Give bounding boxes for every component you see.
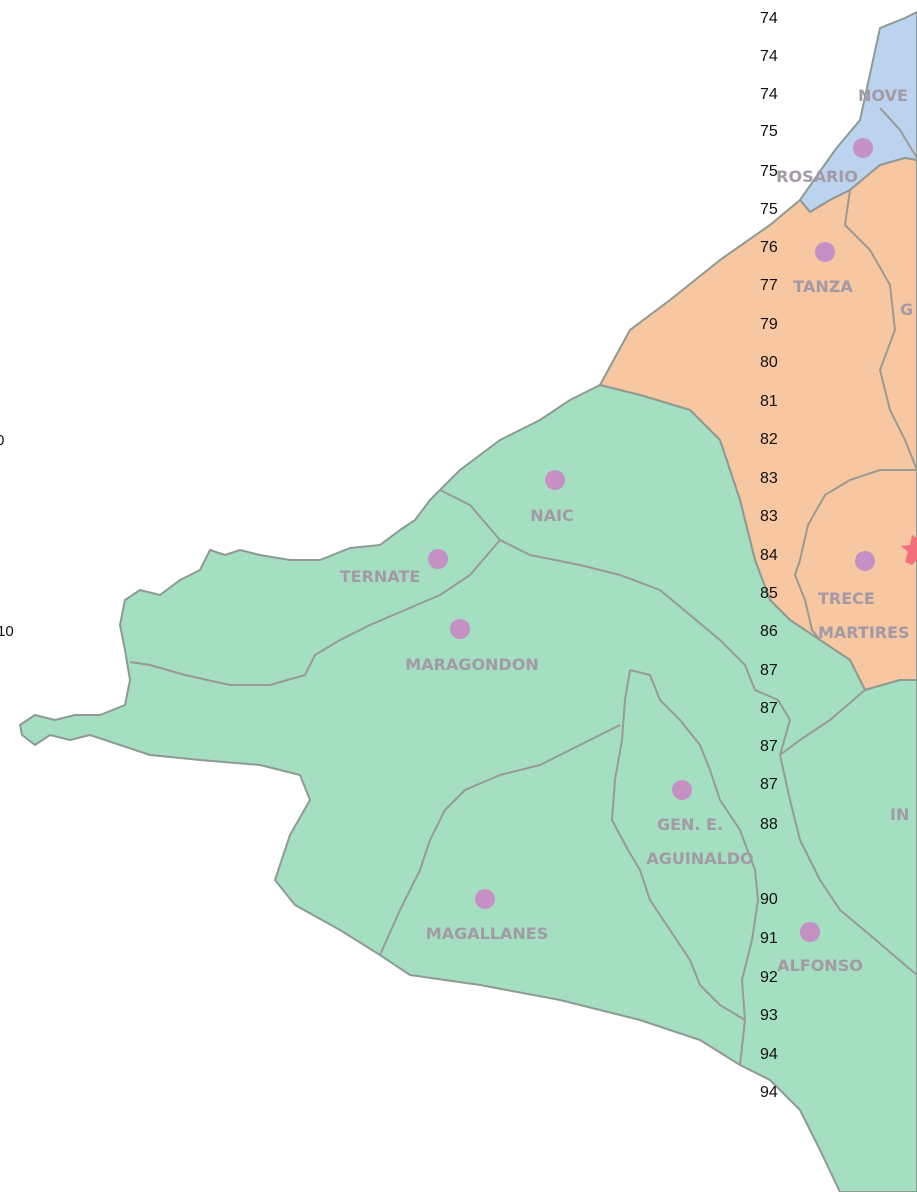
border-gen-aguinaldo [629, 669, 759, 1066]
value-label: 94 [760, 1084, 778, 1101]
trece-martires-marker-icon[interactable] [855, 551, 875, 571]
place-label-gma: G [900, 300, 913, 319]
value-label: 81 [760, 393, 778, 410]
value-label: 88 [760, 816, 778, 833]
value-label: 74 [760, 48, 778, 65]
border-trece [794, 469, 917, 641]
value-label: 83 [760, 508, 778, 525]
border-tanza-gma [844, 189, 917, 471]
value-label: 75 [760, 163, 778, 180]
border-naic-south [499, 539, 791, 756]
value-label: 74 [760, 10, 778, 27]
place-label-naic: NAIC [530, 506, 573, 525]
value-label: 82 [760, 431, 778, 448]
value-label: 87 [760, 776, 778, 793]
value-label: 93 [760, 1007, 778, 1024]
value-label: 87 [760, 662, 778, 679]
place-label-noveleta: NOVE [858, 86, 908, 105]
value-label: 86 [760, 623, 778, 640]
value-label: 87 [760, 738, 778, 755]
maragondon-marker-icon[interactable] [450, 619, 470, 639]
tanza-marker-icon[interactable] [815, 242, 835, 262]
border-alfonso [779, 754, 917, 976]
place-label-rosario: ROSARIO [776, 167, 858, 186]
ternate-marker-icon[interactable] [428, 549, 448, 569]
value-label: 76 [760, 239, 778, 256]
value-label: 83 [760, 470, 778, 487]
place-label-tanza: TANZA [793, 277, 853, 296]
naic-marker-icon[interactable] [545, 470, 565, 490]
value-label: 79 [760, 316, 778, 333]
place-label-magallanes: MAGALLANES [426, 924, 548, 943]
value-label: 80 [760, 354, 778, 371]
value-label: 84 [760, 547, 778, 564]
border-naic-ternate [129, 489, 501, 686]
place-label-trece-line2: MARTIRES [818, 623, 910, 642]
value-label: 94 [760, 1046, 778, 1063]
place-label-maragondon: MARAGONDON [405, 655, 538, 674]
edge-label-upper: 0 [0, 432, 5, 449]
value-label: 75 [760, 123, 778, 140]
magallanes-marker-icon[interactable] [475, 889, 495, 909]
value-label: 85 [760, 585, 778, 602]
value-label: 87 [760, 700, 778, 717]
place-label-indang: IN [890, 805, 909, 824]
value-label: 92 [760, 969, 778, 986]
value-label: 74 [760, 86, 778, 103]
place-label-trece-line1: TRECE [818, 589, 875, 608]
gen-aguinaldo-marker-icon[interactable] [672, 780, 692, 800]
border-noveleta-rosario [879, 107, 917, 159]
value-label: 75 [760, 201, 778, 218]
place-label-alfonso: ALFONSO [777, 956, 863, 975]
value-label: 91 [760, 930, 778, 947]
place-label-gen-line2: AGUINALDO [646, 849, 753, 868]
border-gen-aguinaldo-west [611, 669, 746, 1021]
place-label-gen-line1: GEN. E. [657, 815, 723, 834]
value-label: 77 [760, 277, 778, 294]
place-label-ternate: TERNATE [340, 567, 421, 586]
alfonso-marker-icon[interactable] [800, 922, 820, 942]
rosario-marker-icon[interactable] [853, 138, 873, 158]
capital-star-icon[interactable] [901, 535, 917, 565]
border-maragondon-magallanes [379, 724, 621, 956]
border-indang [779, 689, 866, 756]
value-label: 90 [760, 891, 778, 908]
edge-label-lower: 10 [0, 623, 14, 640]
